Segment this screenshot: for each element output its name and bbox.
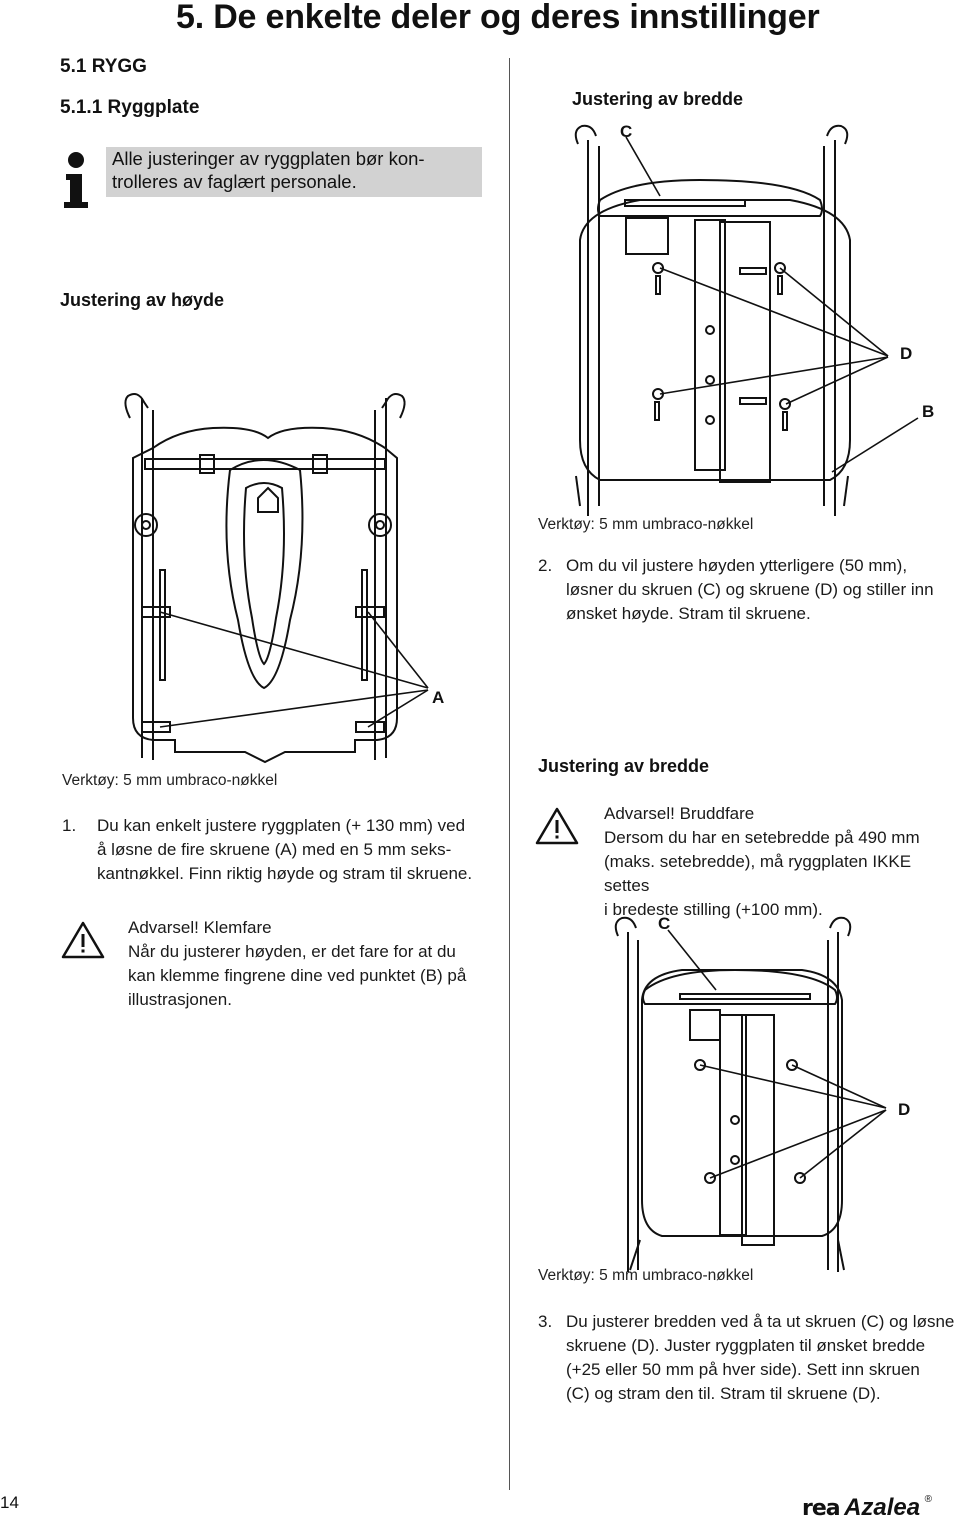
step-3-line-3: (+25 eller 50 mm på hver side). Sett inn…: [566, 1360, 920, 1379]
width-adjust-tool-bottom: Verktøy: 5 mm umbraco-nøkkel: [538, 1267, 754, 1284]
warning-triangle-icon: [60, 920, 106, 960]
step-2-line-2: løsner du skruen (C) og skruene (D) og s…: [566, 580, 934, 599]
pinch-warning-line-1: Advarsel! Klemfare: [128, 918, 272, 937]
step-3: Du justerer bredden ved å ta ut skruen (…: [566, 1310, 958, 1406]
info-icon: [62, 150, 102, 210]
step-3-line-4: (C) og stram den til. Stram til skruene …: [566, 1384, 881, 1403]
width-adjust-heading-bottom: Justering av bredde: [538, 756, 710, 776]
step-1-line-3: kantnøkkel. Finn riktig høyde og stram t…: [97, 864, 473, 883]
height-adjust-step: Du kan enkelt justere ryggplaten (+ 130 …: [97, 814, 487, 886]
brand-azalea: Azalea: [844, 1494, 921, 1521]
info-note-box: Alle justeringer av ryggplaten bør kon- …: [106, 147, 482, 197]
brand-registered-mark: ®: [924, 1494, 932, 1505]
pinch-warning: Advarsel! Klemfare Når du justerer høyde…: [128, 916, 498, 1012]
height-adjust-heading: Justering av høyde: [60, 290, 225, 310]
step-3-line-2: skruene (D). Juster ryggplaten til ønske…: [566, 1336, 926, 1355]
info-note-line-2: trolleres av faglært personale.: [112, 171, 357, 192]
label-a: A: [432, 688, 445, 707]
label-c-bottom: C: [658, 914, 671, 933]
width-adjust-heading-top: Justering av bredde: [572, 89, 744, 109]
height-adjust-tool: Verktøy: 5 mm umbraco-nøkkel: [62, 772, 278, 789]
label-c-top: C: [620, 122, 633, 141]
step-1-line-2: å løsne de fire skruene (A) med en 5 mm …: [97, 840, 452, 859]
breakage-warning: Advarsel! Bruddfare Dersom du har en set…: [604, 802, 960, 922]
page-number: 14: [0, 1493, 19, 1512]
step-2-line-1: Om du vil justere høyden ytterligere (50…: [566, 556, 908, 575]
pinch-warning-line-3: kan klemme fingrene dine ved punktet (B)…: [128, 966, 467, 985]
pinch-warning-line-2: Når du justerer høyden, er det fare for …: [128, 942, 456, 961]
brand-rea: rea: [802, 1496, 841, 1521]
breakage-warning-line-2: Dersom du har en setebredde på 490 mm: [604, 828, 920, 847]
step-2-line-3: ønsket høyde. Stram til skruene.: [566, 604, 811, 623]
section-heading: 5.1 RYGG: [60, 56, 147, 77]
step-2: Om du vil justere høyden ytterligere (50…: [566, 554, 958, 626]
breakage-warning-line-4: i bredeste stilling (+100 mm).: [604, 900, 823, 919]
breakage-warning-line-3: (maks. setebredde), må ryggplaten IKKE s…: [604, 852, 912, 895]
subsection-heading: 5.1.1 Ryggplate: [60, 97, 200, 118]
column-divider: [509, 58, 510, 1490]
info-note-line-1: Alle justeringer av ryggplaten bør kon-: [112, 148, 425, 169]
width-adjust-tool-top: Verktøy: 5 mm umbraco-nøkkel: [538, 516, 754, 533]
step-3-line-1: Du justerer bredden ved å ta ut skruen (…: [566, 1312, 955, 1331]
step-1-line-1: Du kan enkelt justere ryggplaten (+ 130 …: [97, 816, 466, 835]
page-title: 5. De enkelte deler og deres innstilling…: [176, 0, 820, 36]
step-2-number: 2.: [538, 556, 553, 575]
brand-logo: rea Azalea ®: [802, 1494, 932, 1522]
height-adjust-step-number: 1.: [62, 816, 77, 835]
step-3-number: 3.: [538, 1312, 553, 1331]
warning-triangle-icon: [534, 806, 580, 846]
pinch-warning-line-4: illustrasjonen.: [128, 990, 232, 1009]
label-d-bottom: D: [898, 1100, 911, 1119]
label-d-top: D: [900, 344, 913, 363]
breakage-warning-line-1: Advarsel! Bruddfare: [604, 804, 755, 823]
label-b: B: [922, 402, 935, 421]
